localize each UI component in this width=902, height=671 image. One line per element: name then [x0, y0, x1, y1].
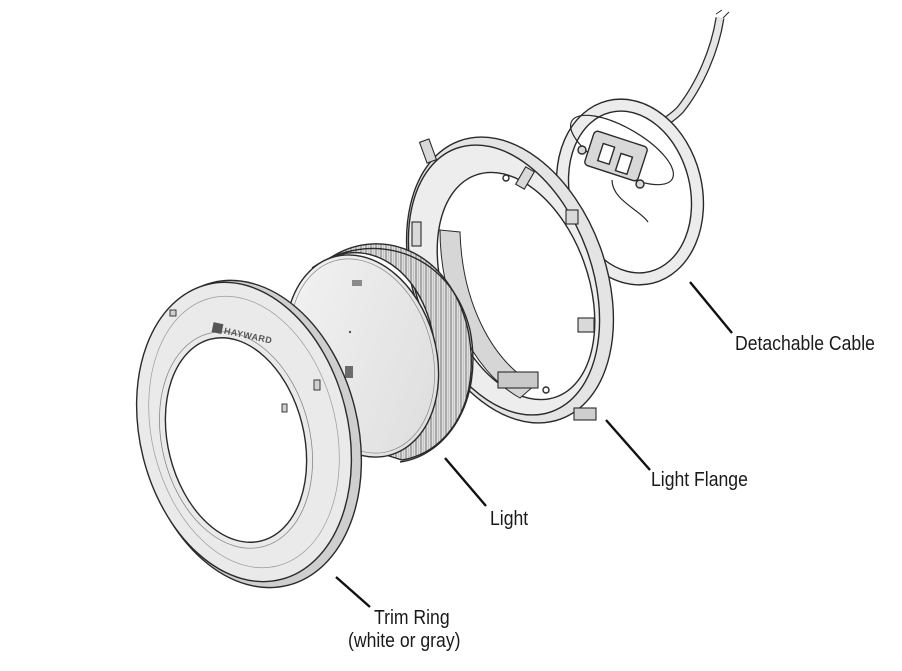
leader-light-flange: [605, 419, 651, 471]
leader-trim-ring: [335, 576, 371, 608]
connector-block: [577, 130, 648, 189]
leader-lines: [335, 281, 733, 608]
leader-detachable-cable: [689, 281, 733, 334]
label-detachable-cable: Detachable Cable: [735, 333, 875, 355]
label-trim-ring: Trim Ring: [374, 607, 450, 629]
label-light: Light: [490, 508, 529, 530]
trim-ring-part: [135, 279, 363, 589]
label-trim-ring-colors: (white or gray): [348, 630, 461, 652]
leader-light: [444, 457, 487, 507]
label-light-flange: Light Flange: [651, 469, 748, 491]
